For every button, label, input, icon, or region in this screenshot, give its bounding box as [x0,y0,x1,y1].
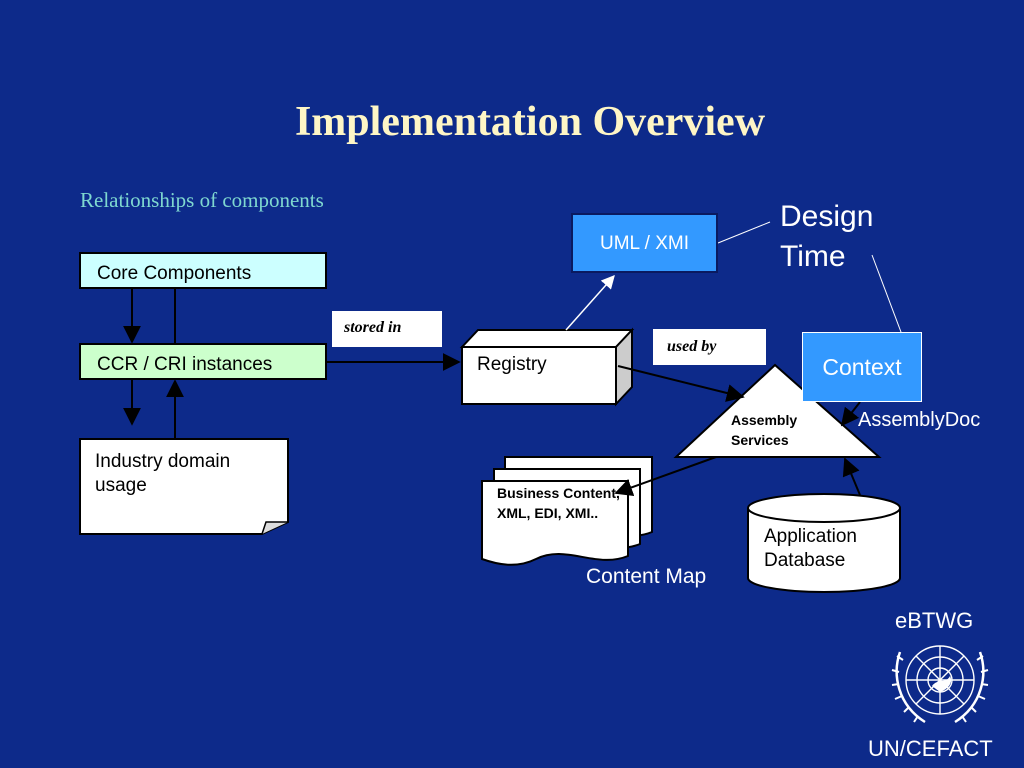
uml-xmi-box: UML / XMI [571,213,718,273]
ccr-instances-box: CCR / CRI instances [79,343,327,380]
registry-label: Registry [477,354,547,375]
industry-usage-fold [261,521,288,535]
stored-in-text: stored in [344,319,402,336]
stored-in-label: stored in [332,311,442,347]
core-components-label: Core Components [97,263,252,284]
content-map-label: Content Map [586,565,707,588]
assembly-services-shape [673,363,882,458]
arrow-registry-to-assembly [617,365,745,402]
used-by-text: used by [667,338,717,355]
design-time-label: Design Time [780,200,874,273]
context-box: Context [802,332,922,402]
arrow-assembly-to-content [614,456,717,496]
ccr-instances-label: CCR / CRI instances [97,354,273,375]
industry-usage-label: Industry domain usage [95,451,231,496]
arrow-context-to-assembly [840,401,861,427]
un-emblem-icon [891,645,989,724]
core-components-box: Core Components [79,252,327,289]
uml-xmi-label: UML / XMI [599,233,690,254]
context-label: Context [822,354,902,380]
callout-line-context [871,254,905,341]
application-database-label: Application Database [764,526,857,571]
ebtwg-label: eBTWG [895,608,974,633]
slide-title: Implementation Overview [294,99,766,145]
callout-line-uml [717,221,771,244]
business-content-label: Business Content, XML, EDI, XMI.. [497,485,620,521]
uncefact-label: UN/CEFACT [868,736,993,761]
application-database-shape [747,493,901,593]
used-by-label: used by [653,329,766,365]
assembly-doc-label: AssemblyDoc [858,409,981,431]
arrow-database-to-assembly [842,457,861,496]
assembly-services-label: Assembly Services [731,412,798,448]
arrow-registry-to-uml [565,274,615,331]
business-content-shape [481,456,653,566]
slide-subtitle: Relationships of components [80,188,324,212]
